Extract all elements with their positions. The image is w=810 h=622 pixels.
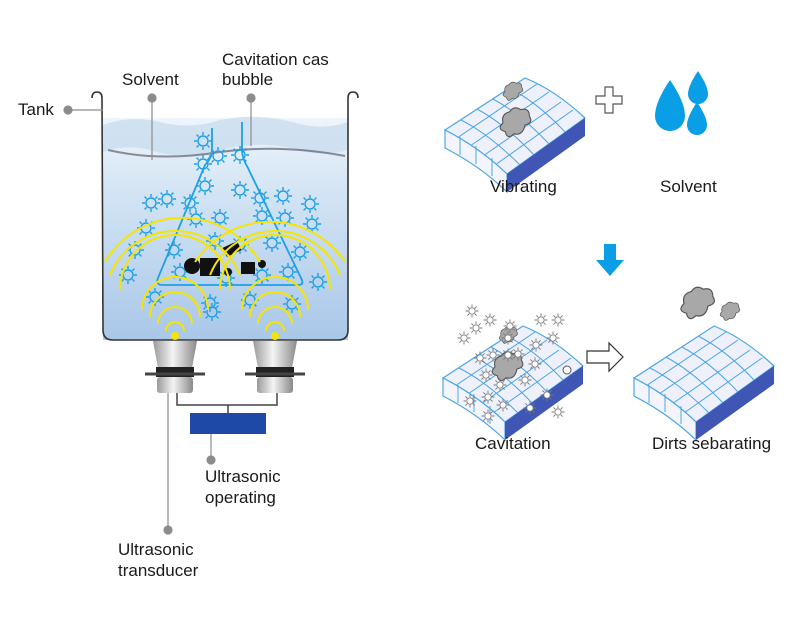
label-cavitation-bubble-1: Cavitation cas — [222, 50, 329, 69]
emitter-dot — [171, 332, 179, 340]
ultrasonic-waves — [104, 216, 346, 332]
clean-surface — [633, 325, 775, 441]
label-solvent: Solvent — [122, 70, 179, 89]
label-ultrasonic-operating-2: operating — [205, 488, 276, 507]
label-solvent-right: Solvent — [660, 177, 717, 196]
vibrating-surface — [444, 77, 586, 193]
label-vibrating: Vibrating — [490, 177, 557, 196]
down-arrow-icon — [596, 244, 624, 276]
right-arrow-icon — [586, 341, 624, 373]
label-dirts-separating: Dirts sebarating — [652, 434, 772, 453]
label-cavitation: Cavitation — [475, 434, 551, 453]
label-ultrasonic-operating-1: Ultrasonic — [205, 467, 281, 486]
label-tank: Tank — [18, 100, 54, 119]
cavitation-surface — [442, 325, 584, 441]
wiring — [176, 393, 278, 413]
ultrasonic-generator — [190, 413, 266, 434]
separated-dirt — [680, 286, 716, 320]
ultrasonic-transducer-left — [145, 341, 205, 393]
separated-dirt — [719, 301, 741, 321]
plus-icon — [595, 86, 623, 114]
label-cavitation-bubble-2: bubble — [222, 70, 274, 89]
ultrasonic-transducer-right — [245, 341, 305, 393]
emitter-dot — [271, 332, 279, 340]
label-ultrasonic-transducer-2: transducer — [118, 561, 199, 580]
tank-wall — [91, 91, 359, 341]
label-ultrasonic-transducer-1: Ultrasonic — [118, 540, 194, 559]
leader-lines — [63, 93, 256, 535]
solvent-drops-icon — [655, 71, 708, 135]
